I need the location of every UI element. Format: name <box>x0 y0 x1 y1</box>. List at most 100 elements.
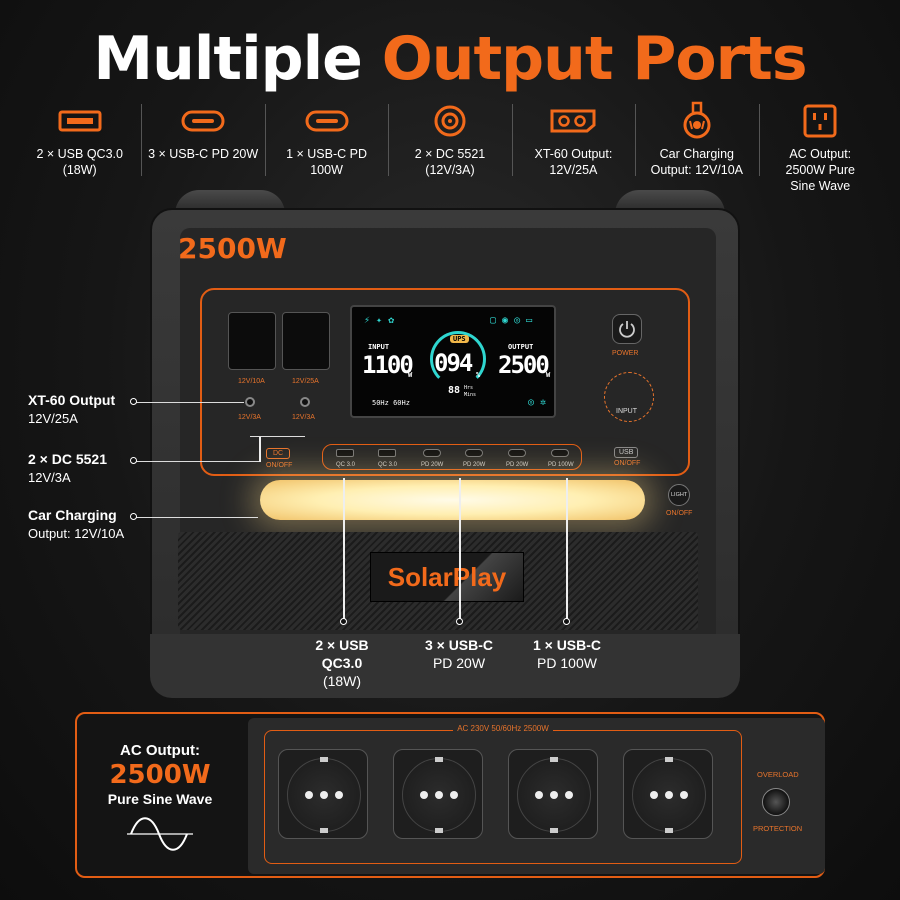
xt60-socket <box>282 312 330 370</box>
leader-line <box>134 461 260 462</box>
ports-row: 2 × USB QC3.0 (18W) 3 × USB-C PD 20W 1 ×… <box>18 100 882 200</box>
callout-line: PD 20W <box>432 655 486 671</box>
port-label: Car Charging Output: 12V/10A <box>650 147 744 177</box>
control-panel <box>200 288 690 476</box>
input-dial <box>604 372 654 422</box>
callout-usb-qc: 2 × USB QC3.0 (18W) <box>290 636 394 690</box>
leader-line <box>259 436 261 462</box>
label-12v25a: 12V/25A <box>292 378 319 385</box>
callout-dc: 2 × DC 5521 12V/3A <box>28 450 107 487</box>
dc-button[interactable]: DC <box>266 448 291 459</box>
port-label: XT-60 Output: 12V/25A <box>534 147 613 177</box>
callout-xt60: XT-60 Output 12V/25A <box>28 391 115 428</box>
leader-line <box>459 478 461 620</box>
lcd-frequency: 50Hz 60Hz <box>372 399 410 407</box>
car-charger-icon <box>683 101 711 139</box>
leader-line <box>343 478 345 620</box>
light-button[interactable]: LIGHT <box>668 484 690 506</box>
ac-spec-label: AC 230V 50/60Hz 2500W <box>264 724 742 733</box>
lcd-hrs: Hrs <box>464 385 474 391</box>
port-xt60: XT-60 Output: 12V/25A <box>511 100 635 200</box>
power-button[interactable] <box>612 314 642 344</box>
brand-logo: SolarPlay <box>370 552 524 602</box>
leader-dot <box>340 618 347 625</box>
car-socket <box>228 312 276 370</box>
ac-outlet <box>623 749 713 839</box>
callout-line: 2 × USB <box>315 637 369 653</box>
leader-dot <box>563 618 570 625</box>
title-part2: Output Ports <box>381 24 808 94</box>
port-car: Car Charging Output: 12V/10A <box>635 100 758 200</box>
usb-port-strip <box>322 444 582 470</box>
port-label: 2 × USB QC3.0 (18W) <box>36 147 123 177</box>
usb-c-port <box>465 449 483 457</box>
ac-outlet <box>278 749 368 839</box>
led-light-bar <box>260 480 645 520</box>
lcd-icons: ⚡ ✦ ✿ <box>364 315 395 326</box>
leader-line <box>250 436 305 437</box>
ac-output-summary: AC Output: 2500W Pure Sine Wave <box>90 742 230 856</box>
label-dc2: 12V/3A <box>292 414 315 421</box>
ac-label: AC Output: <box>120 742 200 759</box>
leader-line <box>566 478 568 620</box>
lcd-pct-unit: % <box>476 371 481 379</box>
label-dc1: 12V/3A <box>238 414 261 421</box>
light-label: LIGHT <box>671 492 688 498</box>
callout-line: 3 × USB-C <box>424 637 494 653</box>
usb-label: PD 20W <box>506 462 529 468</box>
leader-dot <box>130 513 137 520</box>
lcd-mins: Mins <box>464 392 477 398</box>
ac-spec-text: AC 230V 50/60Hz 2500W <box>453 724 553 733</box>
port-usbc-20: 3 × USB-C PD 20W <box>141 100 264 200</box>
ac-outlet <box>508 749 598 839</box>
callout-sub: 12V/25A <box>28 411 78 426</box>
light-onoff-label: ON/OFF <box>666 510 693 517</box>
usb-label: PD 20W <box>421 462 444 468</box>
usb-label: PD 100W <box>548 462 574 468</box>
dc-5521-icon <box>434 105 466 137</box>
leader-line <box>134 517 258 518</box>
callout-line: QC3.0 <box>321 655 363 671</box>
usb-a-icon <box>58 110 102 132</box>
port-dc: 2 × DC 5521 (12V/3A) <box>388 100 511 200</box>
usb-c-icon <box>181 110 225 132</box>
port-label: 2 × DC 5521 (12V/3A) <box>414 147 486 177</box>
leader-dot <box>130 457 137 464</box>
lcd-battery-ring <box>430 331 486 387</box>
lcd-display: ⚡ ✦ ✿ ▢ ◉ ◎ ▭ INPUT 1100 W UPS 094 % OUT… <box>350 305 556 418</box>
protection-label: PROTECTION <box>753 824 803 833</box>
port-label: 3 × USB-C PD 20W <box>148 147 259 161</box>
leader-line <box>134 402 244 403</box>
usb-a-port <box>378 449 396 457</box>
port-usbc-100: 1 × USB-C PD 100W <box>264 100 388 200</box>
usb-label: PD 20W <box>463 462 486 468</box>
callout-title: 2 × DC 5521 <box>28 451 107 467</box>
lcd-input-label: INPUT <box>368 343 390 351</box>
device-wattage: 2500W <box>178 232 287 265</box>
lcd-input-value: 1100 <box>362 351 414 379</box>
ac-outlet <box>393 749 483 839</box>
lcd-time: 88 <box>448 385 461 396</box>
callout-usbc-100: 1 × USB-C PD 100W <box>512 636 622 672</box>
callout-line: 1 × USB-C <box>532 637 602 653</box>
lcd-port-icons: ▢ ◉ ◎ ▭ <box>490 315 533 326</box>
lcd-ups-badge: UPS <box>450 335 469 343</box>
usb-onoff-label: ON/OFF <box>614 460 641 467</box>
ac-wave-label: Pure Sine Wave <box>107 791 213 807</box>
usb-c-icon <box>305 110 349 132</box>
callout-car: Car Charging Output: 12V/10A <box>28 506 124 543</box>
usb-c-port <box>423 449 441 457</box>
lcd-output-label: OUTPUT <box>508 343 534 351</box>
port-ac: AC Output: 2500W Pure Sine Wave <box>758 100 882 200</box>
xt60-icon <box>550 109 596 133</box>
usb-button[interactable]: USB <box>614 447 639 458</box>
callout-line: PD 100W <box>537 655 597 671</box>
lcd-battery-pct: 094 <box>434 349 473 377</box>
lcd-output-value: 2500 <box>498 351 550 379</box>
dc-port-1 <box>245 397 255 407</box>
leader-dot <box>130 398 137 405</box>
callout-title: Car Charging <box>28 507 117 523</box>
usb-label: QC 3.0 <box>378 462 398 468</box>
overload-reset-button[interactable] <box>762 788 790 816</box>
power-label: POWER <box>612 350 639 357</box>
